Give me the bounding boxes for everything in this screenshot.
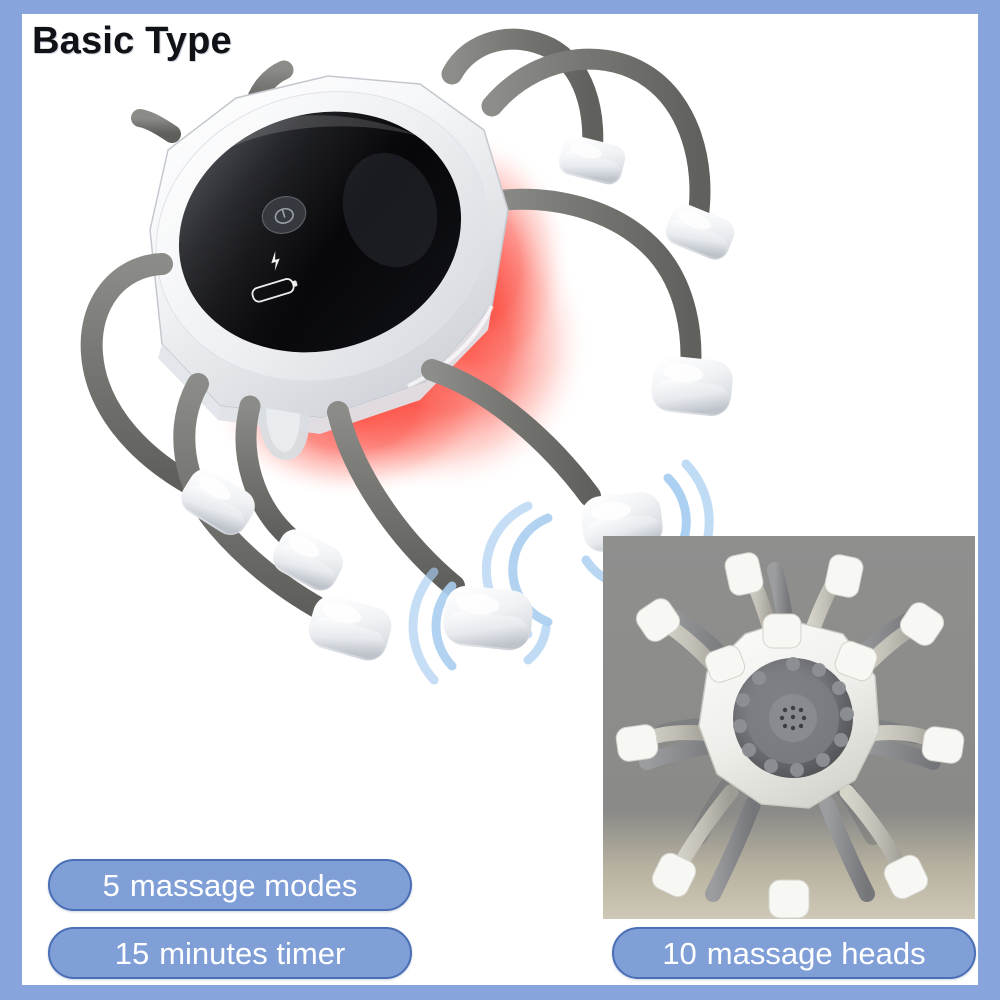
suction-dome	[733, 657, 854, 778]
massage-head	[558, 135, 735, 417]
light-emitter-nub	[258, 406, 310, 461]
underside-photo	[603, 536, 975, 919]
power-icon	[274, 207, 294, 224]
badge-massage-heads: 10 massage heads	[612, 927, 976, 979]
badge-label: minutes timer	[159, 935, 346, 971]
battery-icon	[251, 278, 298, 303]
lightning-bolt-icon	[271, 251, 280, 271]
image-canvas: Basic Type	[22, 14, 978, 985]
badge-timer: 15 minutes timer	[48, 927, 412, 979]
massager-legs-back	[131, 28, 711, 387]
badge-massage-modes: 5 massage modes	[48, 859, 412, 911]
product-illustration	[22, 14, 978, 734]
badge-number: 10	[662, 935, 697, 971]
badge-number: 15	[114, 935, 150, 971]
power-button	[261, 196, 307, 234]
badge-number: 5	[102, 867, 120, 903]
badge-label: massage modes	[129, 867, 358, 903]
massager-body	[149, 75, 509, 434]
page-title: Basic Type	[32, 20, 232, 62]
control-panel	[178, 111, 462, 353]
badge-label: massage heads	[706, 935, 926, 971]
